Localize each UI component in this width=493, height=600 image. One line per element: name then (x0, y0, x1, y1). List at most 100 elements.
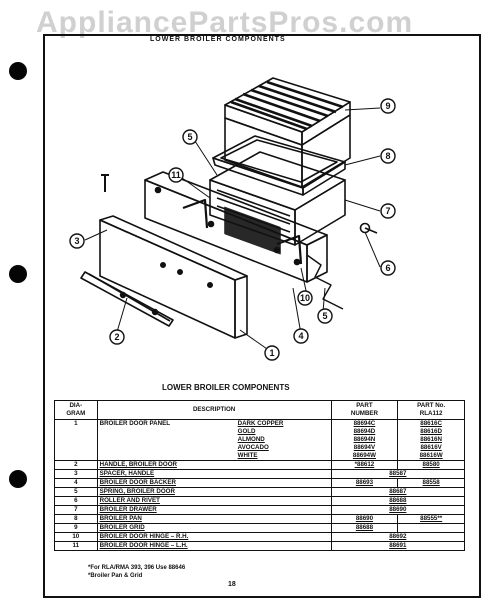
part-description: BROILER DRAWER (96, 505, 332, 515)
part-number: *88612 (330, 460, 399, 470)
callout-2 (109, 329, 125, 345)
description-cell: ALMOND (96, 436, 332, 444)
header-part-number: PART NUMBER (330, 400, 399, 420)
part-number-rla112: 88616N (397, 436, 465, 444)
diagram-number: 10 (54, 532, 98, 542)
shared-part-number: 88691 (330, 541, 466, 551)
header-diagram: DIA- GRAM (54, 400, 98, 420)
callout-label: 3 (74, 236, 79, 246)
part-description: BROILER GRID (96, 523, 332, 533)
part-number: 88694V (330, 444, 399, 452)
binder-hole (9, 62, 27, 80)
callout-4 (293, 328, 309, 344)
part-number: 88693 (330, 478, 399, 488)
callout-11 (168, 167, 184, 183)
part-number-rla112: 88616V (397, 444, 465, 452)
part-description: ROLLER AND RIVET (96, 496, 332, 506)
diagram-number: 7 (54, 505, 98, 515)
part-number: 88694W (330, 452, 399, 461)
diagram-number: 3 (54, 469, 98, 479)
callout-label: 6 (385, 263, 390, 273)
callout-9 (380, 98, 396, 114)
shared-part-number: 88688 (330, 496, 466, 506)
diagram-number (54, 436, 98, 444)
callout-label: 8 (385, 151, 390, 161)
shared-part-number: 88690 (330, 505, 466, 515)
part-description: BROILER PAN (96, 514, 332, 524)
page-frame (43, 34, 481, 598)
callout-label: 1 (269, 348, 274, 358)
part-description: BROILER DOOR HINGE – L.H. (96, 541, 332, 551)
table-bottom-rule (54, 550, 465, 551)
page-number: 18 (228, 581, 236, 588)
color-variant: GOLD (237, 428, 256, 435)
binder-hole (9, 265, 27, 283)
part-description: BROILER DOOR BACKER (96, 478, 332, 488)
part-description: BROILER DOOR PANEL (99, 420, 170, 427)
section-title: LOWER BROILER COMPONENTS (150, 36, 286, 43)
part-number-rla112: 88555** (397, 514, 465, 524)
part-number: 88694D (330, 428, 399, 436)
diagram-number: 11 (54, 541, 98, 551)
broiler-drawer-part (209, 151, 346, 255)
footnote: *For RLA/RMA 393, 396 Use 88646 (88, 565, 186, 571)
callout-8 (380, 148, 396, 164)
part-number-rla112: 88616W (397, 452, 465, 461)
callout-label: 9 (385, 101, 390, 111)
roller-part (359, 222, 378, 234)
callout-label: 7 (385, 206, 390, 216)
footnote: *Broiler Pan & Grid (88, 573, 143, 579)
part-number: 88690 (330, 514, 399, 524)
color-variant: ALMOND (237, 436, 265, 443)
diagram-number (54, 444, 98, 452)
diagram-number (54, 452, 98, 461)
part-number-rla112: 88580 (397, 460, 465, 470)
callout-10 (297, 290, 313, 306)
diagram-number: 5 (54, 487, 98, 497)
part-number-rla112: 88616D (397, 428, 465, 436)
callout-label: 2 (114, 332, 119, 342)
part-number: 88694C (330, 419, 399, 428)
part-number-rla112 (397, 523, 465, 533)
diagram-number: 2 (54, 460, 98, 470)
description-cell: AVOCADO (96, 444, 332, 452)
broiler-door-panel-part (99, 215, 248, 339)
diagram-number: 6 (54, 496, 98, 506)
binder-hole (9, 470, 27, 488)
callout-label: 10 (300, 293, 310, 303)
diagram-number: 4 (54, 478, 98, 488)
callout-3 (69, 233, 85, 249)
broiler-pan-part (212, 135, 346, 196)
part-description: BROILER DOOR HINGE – R.H. (96, 532, 332, 542)
color-variant: WHITE (237, 452, 258, 459)
shared-part-number: 88692 (330, 532, 466, 542)
diagram-number (54, 428, 98, 436)
watermark: AppliancePartsPros.com (36, 6, 414, 39)
callout-label: 4 (298, 331, 303, 341)
part-number-rla112: 88616C (397, 419, 465, 428)
broiler-grid-part (224, 77, 351, 146)
part-description: SPACER, HANDLE (96, 469, 332, 479)
description-cell: GOLD (96, 428, 332, 436)
diagram-number: 9 (54, 523, 98, 533)
callout-7 (380, 203, 396, 219)
part-description: SPRING, BROILER DOOR (96, 487, 332, 497)
callout-label: 11 (171, 170, 181, 180)
part-number: 88688 (330, 523, 399, 533)
parts-table: DIA- GRAM DESCRIPTION PART NUMBER PART N… (54, 400, 466, 551)
diagram-number: 1 (54, 419, 98, 428)
